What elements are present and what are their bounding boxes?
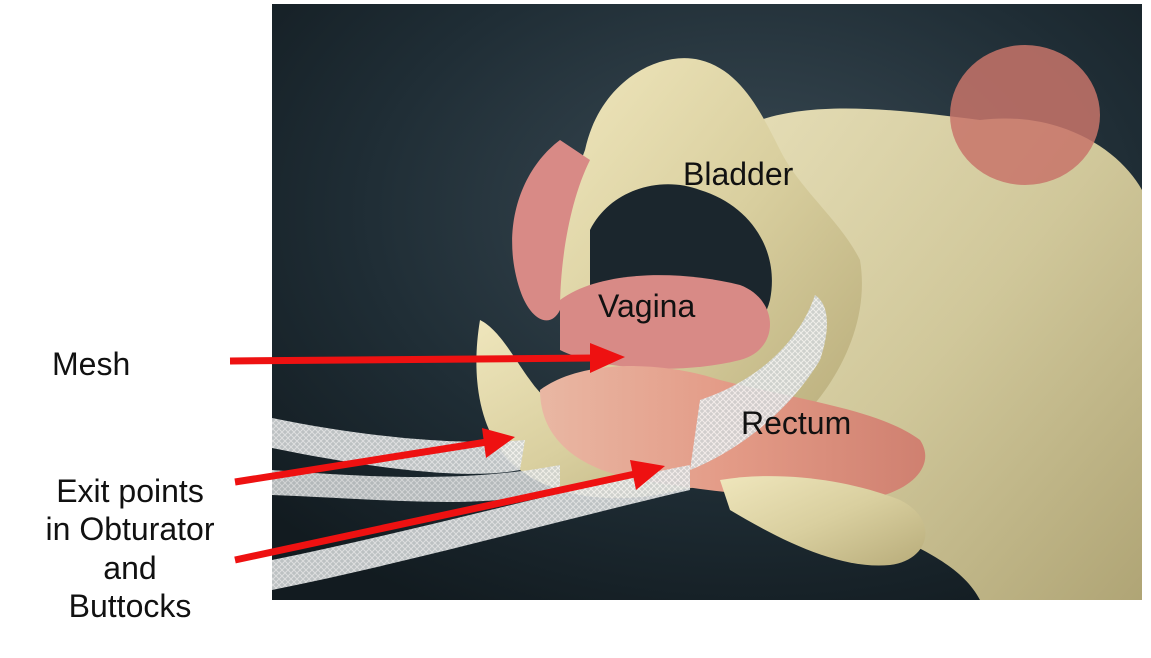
vagina-label: Vagina	[598, 287, 695, 325]
exit-points-line-1: Exit points	[20, 472, 240, 510]
exit-points-label: Exit points in Obturator and Buttocks	[20, 472, 240, 626]
rectum-label: Rectum	[741, 404, 851, 442]
upper-tissue	[950, 45, 1100, 185]
exit-points-line-2: in Obturator	[20, 510, 240, 548]
bladder-label: Bladder	[683, 155, 793, 193]
exit-points-line-4: Buttocks	[20, 587, 240, 625]
exit-points-line-3: and	[20, 549, 240, 587]
mesh-label: Mesh	[52, 345, 130, 383]
